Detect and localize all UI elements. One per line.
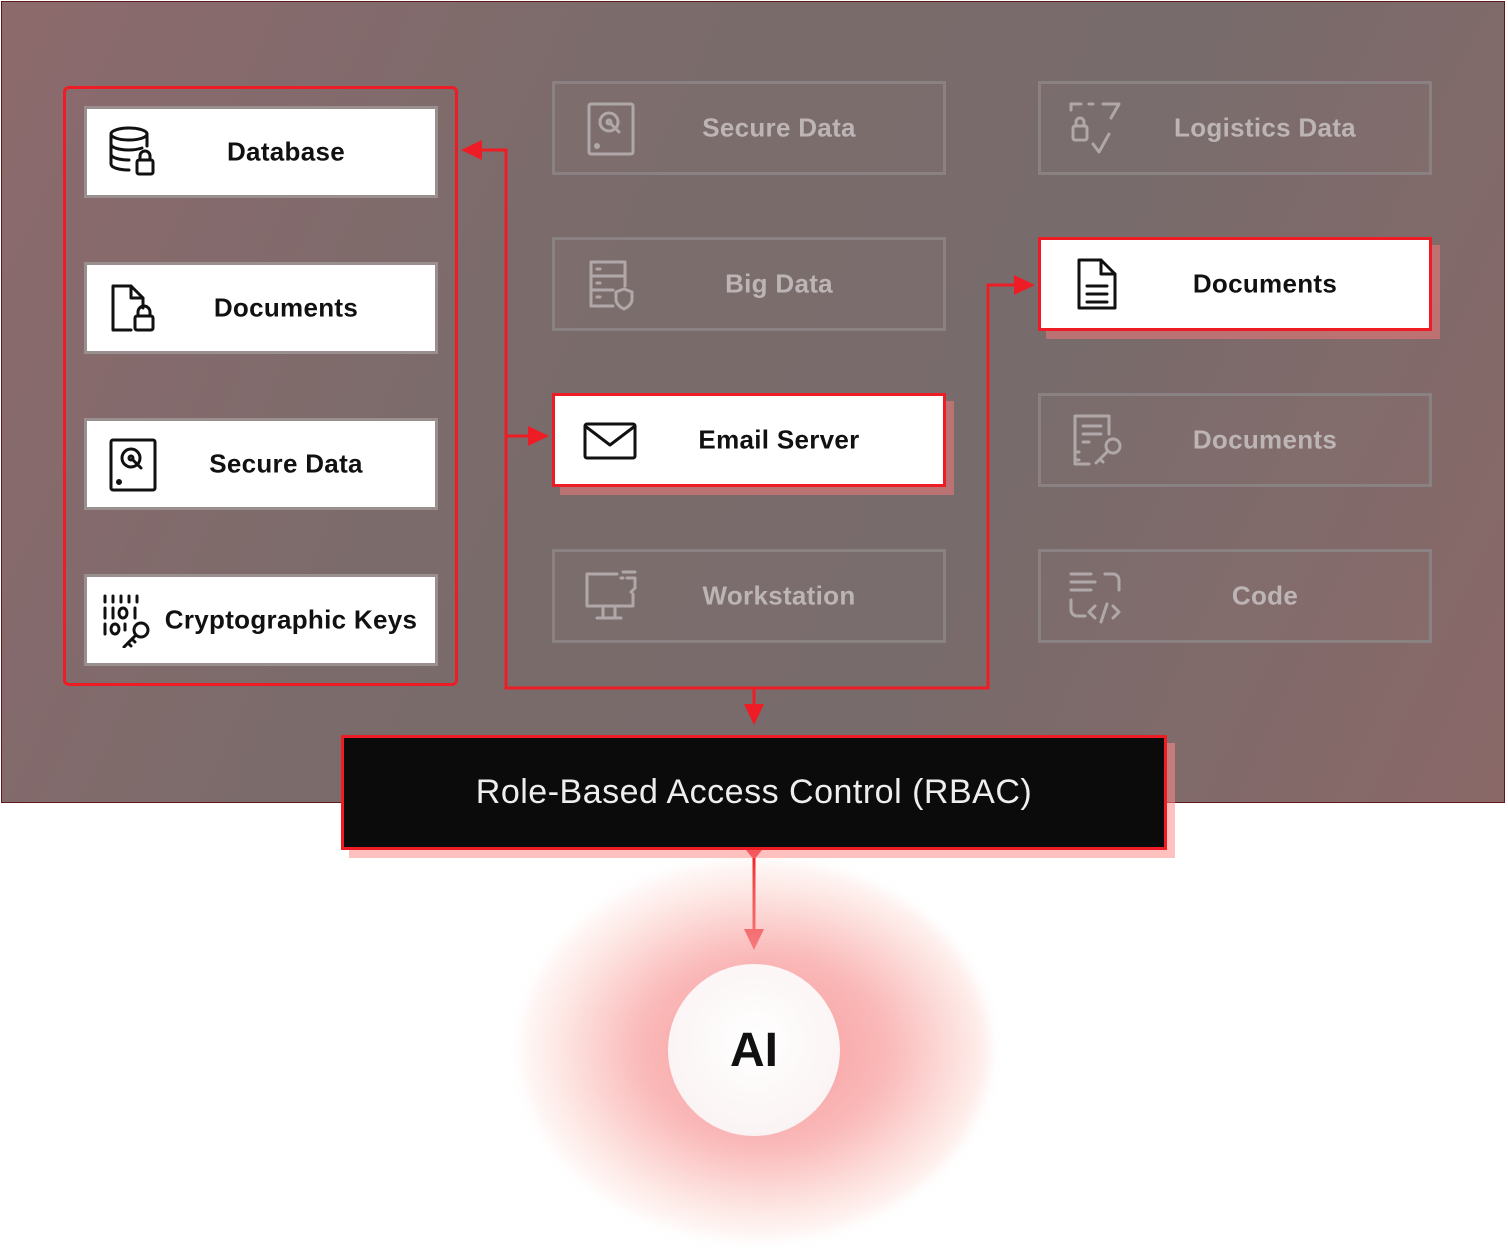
right-card-code[interactable]: Code	[1038, 549, 1432, 643]
right-card-logistics-data[interactable]: Logistics Data	[1038, 81, 1432, 175]
left-card-documents[interactable]: Documents	[84, 262, 438, 354]
middle-card-big-data[interactable]: Big Data	[552, 237, 946, 331]
left-card-database[interactable]: Database	[84, 106, 438, 198]
middle-card-secure-data-label: Secure Data	[702, 112, 856, 143]
left-card-cryptographic-keys[interactable]: Cryptographic Keys	[84, 574, 438, 666]
middle-card-email-server[interactable]: Email Server	[552, 393, 946, 487]
right-card-documents-active-label: Documents	[1192, 268, 1338, 299]
left-card-documents-label: Documents	[213, 292, 359, 323]
secure-drive-icon	[105, 436, 161, 492]
right-card-code-label: Code	[1231, 580, 1299, 611]
right-card-documents-inactive-label: Documents	[1192, 424, 1338, 455]
left-card-secure-data-label: Secure Data	[209, 448, 363, 479]
rbac-label: Role-Based Access Control (RBAC)	[475, 773, 1033, 811]
right-card-documents-active[interactable]: Documents	[1038, 237, 1432, 331]
left-card-database-label: Database	[226, 136, 346, 167]
right-card-logistics-data-label: Logistics Data	[1174, 112, 1356, 143]
document-icon	[1069, 256, 1125, 312]
left-card-cryptographic-keys-label: Cryptographic Keys	[164, 604, 418, 635]
middle-card-email-server-label: Email Server	[698, 424, 860, 455]
rbac-gateway: Role-Based Access Control (RBAC)	[341, 735, 1167, 850]
ai-label: AI	[730, 1023, 778, 1077]
middle-card-secure-data[interactable]: Secure Data	[552, 81, 946, 175]
document-key-icon	[1069, 412, 1125, 468]
document-lock-icon	[105, 280, 161, 336]
left-card-secure-data[interactable]: Secure Data	[84, 418, 438, 510]
binary-key-icon	[99, 592, 155, 648]
middle-card-workstation-label: Workstation	[702, 580, 856, 611]
middle-card-workstation[interactable]: Workstation	[552, 549, 946, 643]
right-card-documents-inactive[interactable]: Documents	[1038, 393, 1432, 487]
logistics-icon	[1067, 100, 1123, 156]
ai-node[interactable]: AI	[668, 964, 840, 1136]
middle-card-big-data-label: Big Data	[725, 268, 833, 299]
code-icon	[1067, 568, 1123, 624]
permitted-group-frame	[63, 86, 458, 686]
database-lock-icon	[105, 124, 161, 180]
